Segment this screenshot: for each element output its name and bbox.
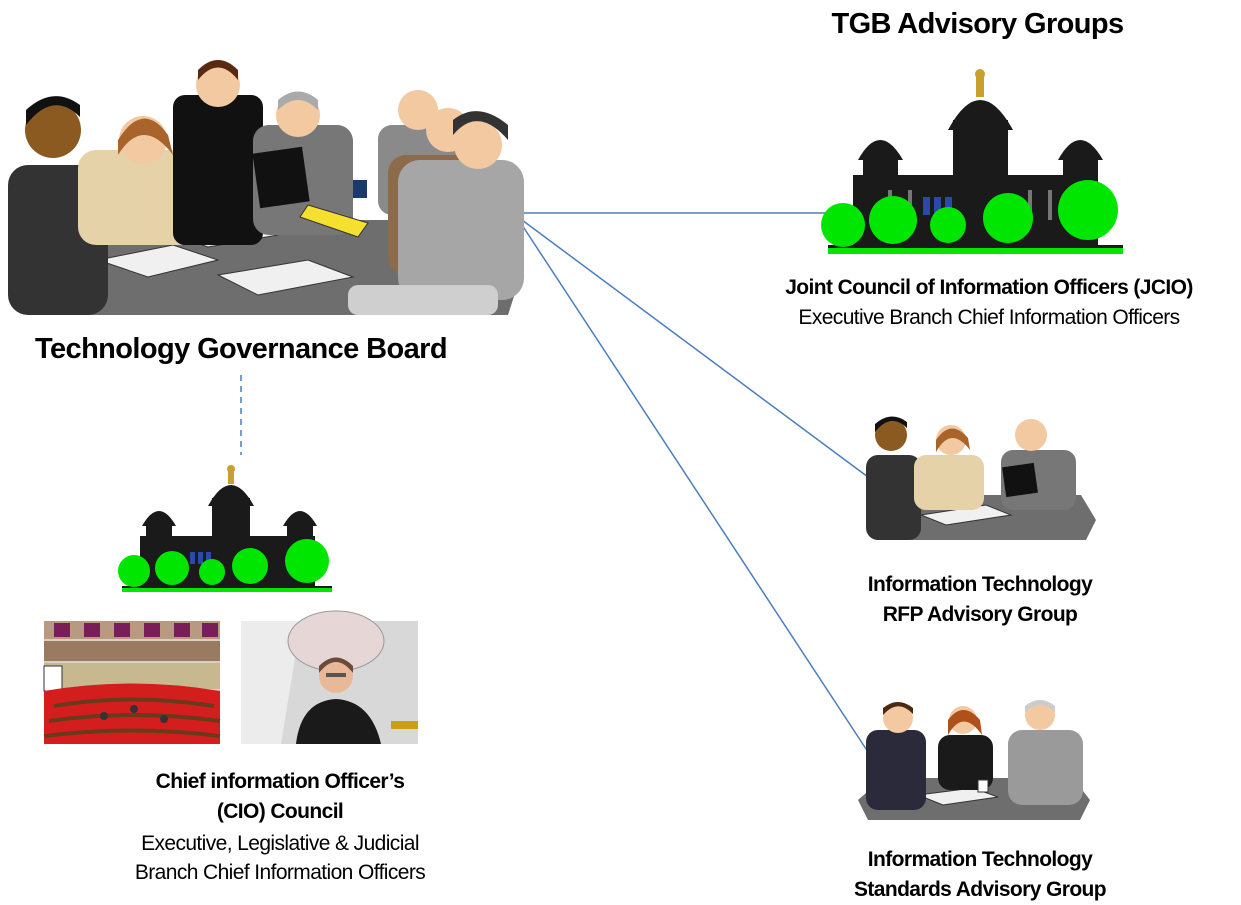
connector-to-rfp [521,219,869,478]
rfp-line-2: RFP Advisory Group [882,603,1078,626]
rfp-meeting-clipart [866,416,1096,540]
board-title: Technology Governance Board [35,333,448,365]
cio-line-4: Branch Chief Information Officers [134,861,426,884]
cio-line-2: (CIO) Council [216,800,344,823]
jcio-title: Joint Council of Information Officers (J… [785,276,1193,299]
standards-meeting-clipart [858,700,1090,820]
capitol-clipart-cio [118,465,332,592]
rfp-group-label: Information Technology RFP Advisory Grou… [780,570,1180,630]
jcio-subtitle: Executive Branch Chief Information Offic… [798,306,1180,329]
judge-clipart [241,610,418,744]
rfp-line-1: Information Technology [867,573,1093,596]
cio-line-1: Chief information Officer’s [155,770,405,793]
advisory-groups-heading: TGB Advisory Groups [831,8,1124,40]
standards-line-1: Information Technology [867,848,1093,871]
cio-council-title: Chief information Officer’s (CIO) Counci… [60,767,500,827]
standards-line-2: Standards Advisory Group [853,878,1107,901]
cio-line-3: Executive, Legislative & Judicial [141,832,419,855]
cio-council-subtitle: Executive, Legislative & Judicial Branch… [60,829,500,887]
legislative-chamber-clipart [43,621,221,744]
standards-group-label: Information Technology Standards Advisor… [760,845,1200,905]
board-meeting-clipart [8,60,524,315]
capitol-clipart-jcio [821,69,1123,254]
connector-to-standards [521,224,871,756]
